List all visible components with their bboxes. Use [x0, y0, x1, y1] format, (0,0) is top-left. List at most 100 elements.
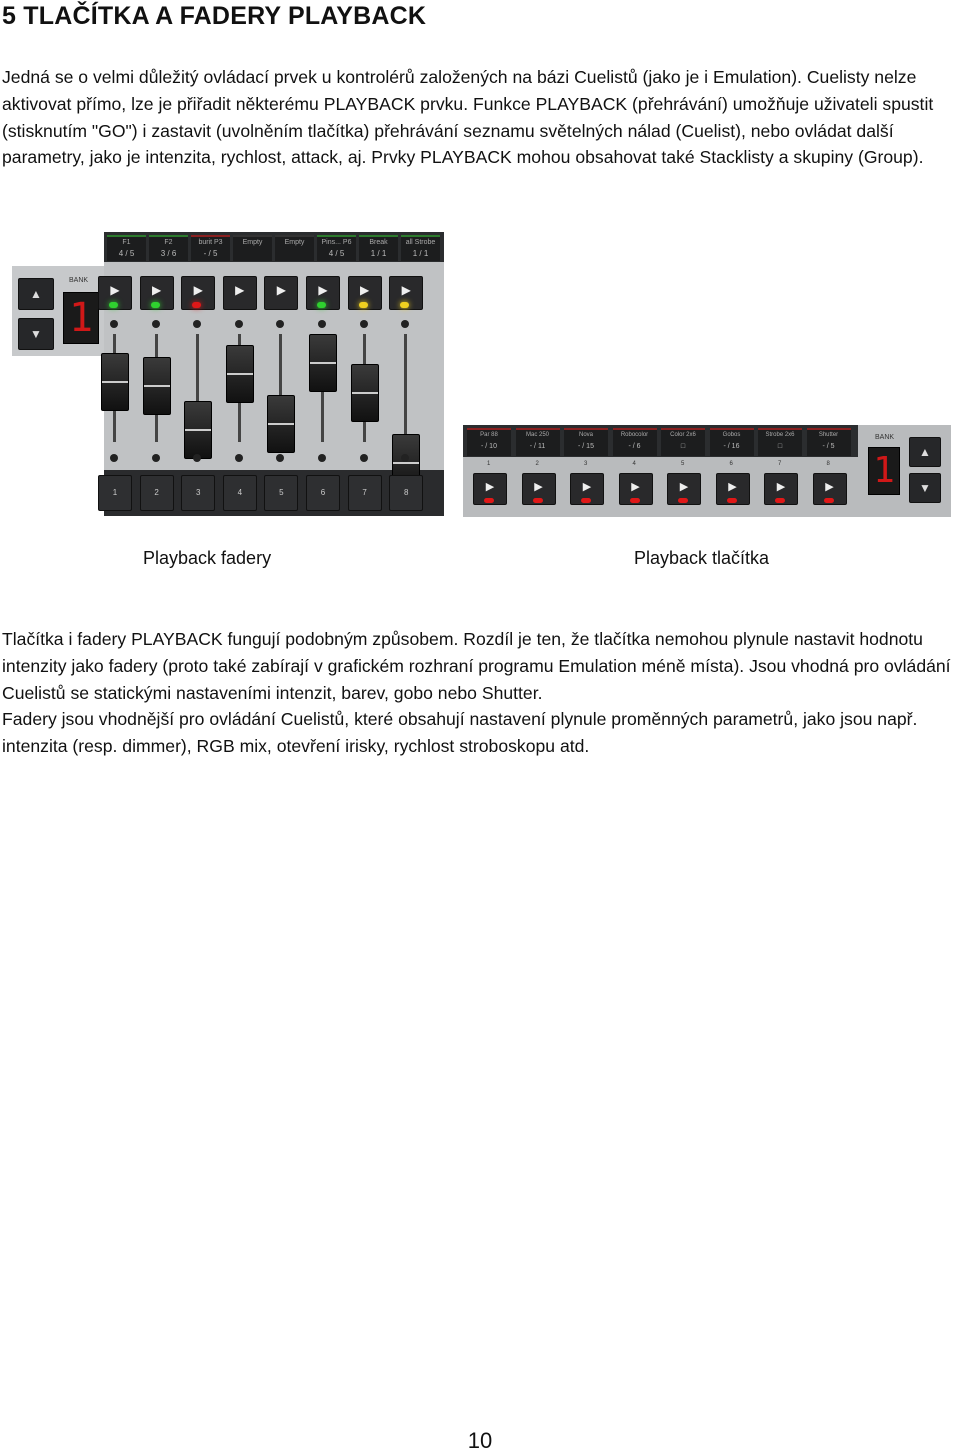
fader-track: [196, 334, 200, 442]
fader-cue-slot: F2 3 / 6: [149, 235, 188, 261]
fader-number-button[interactable]: 3: [181, 475, 216, 511]
button-cue-slot: Color 2x6□: [661, 428, 705, 456]
status-led: [629, 498, 640, 503]
fader-cue-slot: burit P3- / 5: [191, 235, 230, 261]
fader-number-button[interactable]: 6: [306, 475, 340, 511]
caption-playback-faders: Playback fadery: [143, 548, 272, 568]
status-led: [400, 302, 410, 308]
fader-track: [279, 334, 283, 442]
fader-knob[interactable]: [225, 344, 254, 403]
cue-name: Nova: [578, 432, 593, 438]
fader-play-button[interactable]: ▶: [222, 276, 257, 310]
fader-number-button[interactable]: 5: [264, 475, 299, 511]
fader-play-button[interactable]: ▶: [98, 276, 132, 310]
fader-indicator-dot: [151, 320, 160, 328]
cue-step: - / 5: [203, 249, 218, 258]
fader-indicator-dot: [151, 454, 160, 462]
fader-knob[interactable]: [267, 395, 296, 454]
fader-play-button[interactable]: ▶: [264, 276, 299, 310]
cue-step: - / 11: [529, 443, 546, 450]
button-number: 5: [681, 461, 685, 467]
cue-name: Empty: [284, 239, 305, 246]
cue-name: Gobos: [722, 432, 741, 438]
fader-cue-slot: Empty: [275, 235, 314, 261]
fader-number-button[interactable]: 7: [347, 475, 382, 511]
comparison-text: Tlačítka i fadery PLAYBACK fungují podob…: [2, 626, 960, 760]
fader-indicator-dot: [318, 454, 326, 462]
button-bank-digit-display: 1: [868, 447, 900, 495]
button-number: 1: [487, 461, 491, 467]
cue-name: F2: [164, 239, 173, 246]
fader-number-button[interactable]: 2: [139, 475, 174, 511]
bank-up-button[interactable]: ▲: [18, 278, 54, 310]
button-number: 6: [729, 461, 733, 467]
button-bank-label: BANK: [875, 434, 895, 441]
status-led: [726, 498, 737, 503]
fader-indicator-dot: [401, 454, 410, 462]
caption-playback-buttons: Playback tlačítka: [634, 548, 770, 568]
button-cue-slot: Robocolor- / 6: [612, 428, 657, 456]
status-led: [192, 302, 202, 308]
button-cue-slot: Strobe 2x6 □: [758, 428, 802, 456]
button-cue-slot: Gobos - / 16: [709, 428, 754, 456]
fader-number-button[interactable]: 1: [98, 475, 132, 511]
fader-play-button[interactable]: ▶: [181, 276, 216, 310]
status-led: [109, 302, 118, 308]
fader-number-button[interactable]: 4: [222, 475, 257, 511]
bank-label: BANK: [69, 277, 89, 284]
fader-indicator-dot: [359, 454, 368, 462]
cue-step: □: [680, 443, 686, 450]
comparison-paragraph: Tlačítka i fadery PLAYBACK fungují podob…: [2, 629, 951, 703]
cue-step: 4 / 5: [118, 249, 135, 258]
fader-number-button[interactable]: 8: [389, 475, 424, 511]
cue-name: Strobe 2x6: [765, 432, 795, 438]
fader-indicator-dot: [276, 320, 285, 328]
page-heading: 5 TLAČÍTKA A FADERY PLAYBACK: [2, 2, 427, 30]
cue-name: Par 88: [480, 432, 498, 438]
status-led: [317, 302, 326, 308]
fader-indicator-dot: [193, 320, 202, 328]
status-led: [775, 498, 785, 503]
button-cue-slot: Par 88- / 10: [467, 428, 511, 456]
cue-name: Pins... P6: [321, 239, 352, 246]
cue-step: 3 / 6: [160, 249, 177, 258]
fader-cue-slot: Empty: [233, 235, 272, 261]
cue-step: - / 15: [578, 443, 594, 450]
fader-knob[interactable]: [350, 363, 379, 422]
bank-digit-display: 1: [63, 292, 99, 344]
fader-play-button[interactable]: ▶: [306, 276, 340, 310]
fader-indicator-dot: [234, 320, 243, 328]
button-cue-slot: Mac 250- / 11: [515, 428, 560, 456]
fader-knob[interactable]: [142, 357, 171, 416]
fader-indicator-dot: [318, 320, 326, 328]
cue-name: Robocolor: [620, 432, 649, 438]
button-number: 7: [778, 461, 782, 467]
cue-step: □: [777, 443, 783, 450]
fader-indicator-dot: [401, 320, 410, 328]
button-cue-slot: Nova - / 15: [564, 428, 608, 456]
fader-knob[interactable]: [309, 333, 337, 392]
button-bank-up-button[interactable]: ▲: [909, 437, 941, 467]
fader-track: [404, 334, 408, 442]
status-led: [581, 498, 591, 503]
fader-indicator-dot: [234, 454, 243, 462]
cue-name: all Strobe: [405, 239, 436, 246]
fader-knob[interactable]: [101, 352, 129, 411]
faders-paragraph: Fadery jsou vhodnější pro ovládání Cueli…: [2, 709, 918, 757]
bank-down-button[interactable]: ▼: [18, 318, 54, 350]
cue-step: - / 16: [723, 443, 740, 450]
status-led: [532, 498, 543, 503]
playback-go-button[interactable]: ▶: [715, 473, 750, 505]
status-led: [823, 498, 834, 503]
fader-indicator-dot: [359, 320, 368, 328]
button-bank-down-button[interactable]: ▼: [909, 473, 941, 503]
fader-knob[interactable]: [184, 400, 213, 459]
